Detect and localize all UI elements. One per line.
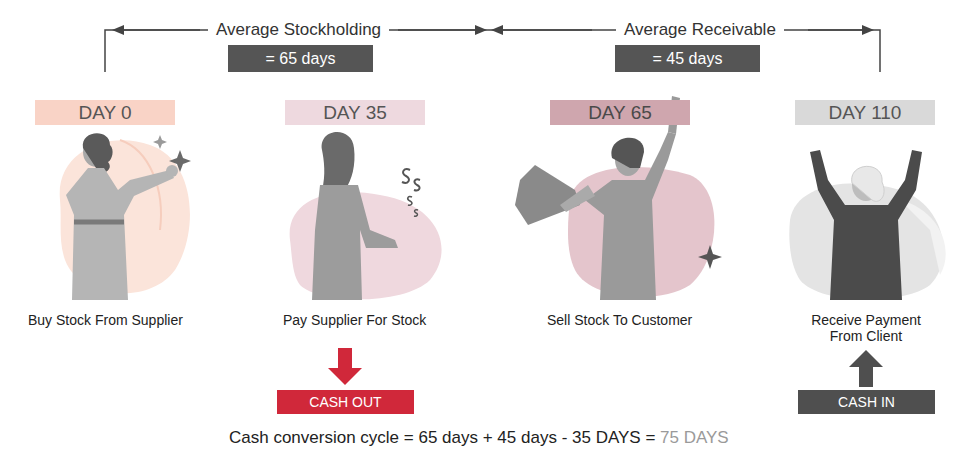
figure-receive <box>789 150 945 300</box>
node-text: DAY 110 <box>829 102 902 124</box>
span-label: Average Stockholding <box>208 20 389 40</box>
day-marker: DAY 65 <box>550 100 690 125</box>
cash-in-arrow <box>849 350 883 387</box>
node-text: = 65 days <box>266 50 336 68</box>
cash-out-arrow <box>328 348 362 385</box>
figure-buy <box>60 133 191 300</box>
cash-out-box: CASH OUT <box>277 390 414 414</box>
span-label: Average Receivable <box>616 20 784 40</box>
duration-badge: = 65 days <box>228 45 373 72</box>
node-text: CASH IN <box>838 394 895 410</box>
node-text: CASH OUT <box>309 394 381 410</box>
node-text: DAY 0 <box>78 102 131 124</box>
step-caption: Buy Stock From Supplier <box>28 312 183 328</box>
day-marker: DAY 35 <box>285 100 425 125</box>
node-text: = 45 days <box>653 50 723 68</box>
node-text: DAY 65 <box>588 102 652 124</box>
formula-result: 75 DAYS <box>660 428 729 448</box>
step-caption: Receive Payment From Client <box>801 312 931 344</box>
duration-badge: = 45 days <box>615 45 760 72</box>
step-caption: Pay Supplier For Stock <box>283 312 426 328</box>
formula-text: Cash conversion cycle = 65 days + 45 day… <box>229 428 655 448</box>
day-marker: DAY 0 <box>35 100 175 125</box>
day-marker: DAY 110 <box>795 100 935 125</box>
cash-in-box: CASH IN <box>798 390 935 414</box>
figure-sell <box>515 96 722 300</box>
figure-pay <box>290 132 442 300</box>
node-text: DAY 35 <box>323 102 387 124</box>
step-caption: Sell Stock To Customer <box>547 312 692 328</box>
